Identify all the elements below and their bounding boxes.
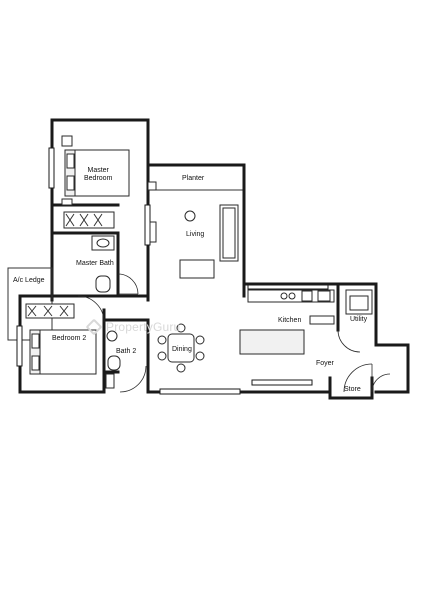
- room-label-store: Store: [344, 386, 361, 393]
- dining-set: [157, 323, 205, 373]
- room-label-master-bath: Master Bath: [76, 260, 114, 267]
- room-label-dining: Dining: [172, 346, 192, 353]
- room-label-ac-ledge: A/c Ledge: [13, 277, 45, 284]
- room-label-planter: Planter: [182, 175, 205, 182]
- windows: [16, 147, 329, 395]
- room-label-master-bedroom: Master Bedroom: [84, 167, 113, 182]
- watermark-text: PropertyGuru: [106, 320, 181, 334]
- bath-2-fixtures: [105, 330, 147, 393]
- foyer-doors: [343, 363, 391, 393]
- living-furniture: [147, 181, 239, 279]
- wardrobe: [63, 211, 115, 229]
- propertyguru-logo-icon: [85, 318, 103, 336]
- master-bed: [61, 135, 130, 206]
- room-label-bedroom-2: Bedroom 2: [52, 335, 87, 342]
- room-label-foyer: Foyer: [316, 360, 334, 367]
- kitchen-fixtures: [239, 289, 335, 355]
- room-label-utility: Utility: [350, 316, 368, 323]
- room-label-living: Living: [186, 231, 205, 238]
- master-bath-fixtures: [91, 235, 139, 295]
- utility-fixtures: [337, 289, 373, 353]
- room-label-kitchen: Kitchen: [278, 317, 302, 324]
- bedroom-2-furniture: [25, 295, 105, 375]
- room-label-bath-2: Bath 2: [116, 348, 137, 355]
- watermark: PropertyGuru: [85, 318, 181, 336]
